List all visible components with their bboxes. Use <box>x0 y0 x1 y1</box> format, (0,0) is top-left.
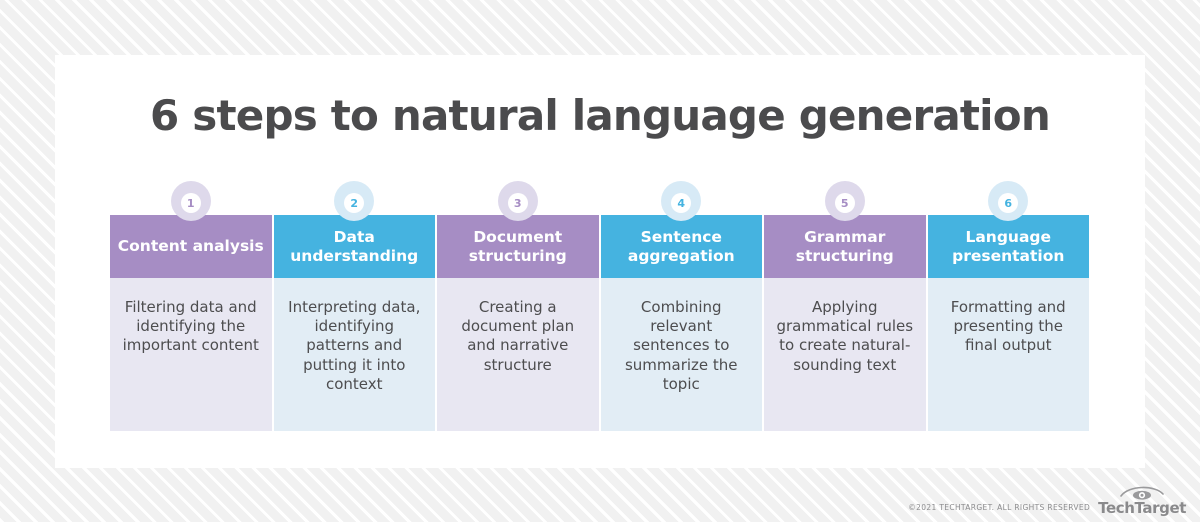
step-number-badge: 1 <box>180 193 201 213</box>
step-badge-wrap: 3 <box>437 181 599 221</box>
step-description: Applying grammatical rules to create nat… <box>764 278 926 431</box>
brand-wordmark: TechTarget <box>1098 499 1186 517</box>
page-title: 6 steps to natural language generation <box>150 91 1051 140</box>
step-heading: Data understanding <box>273 215 435 278</box>
copyright-text: ©2021 TECHTARGET. ALL RIGHTS RESERVED <box>908 503 1091 512</box>
footer: ©2021 TECHTARGET. ALL RIGHTS RESERVED Te… <box>908 483 1186 516</box>
step-description: Filtering data and identifying the impor… <box>110 278 272 431</box>
eye-icon <box>1120 486 1164 500</box>
step-badge-wrap: 2 <box>274 181 436 221</box>
step-number-badge: 3 <box>507 193 528 213</box>
infographic-card: 6 steps to natural language generation 1… <box>55 55 1145 468</box>
step-badge-wrap: 5 <box>764 181 926 221</box>
step-number-badge: 2 <box>344 193 365 213</box>
step-description: Interpreting data, identifying patterns … <box>273 278 435 431</box>
step-description: Creating a document plan and narrative s… <box>437 278 599 431</box>
step-description: Formatting and presenting the final outp… <box>927 278 1089 431</box>
techtarget-logo: TechTarget <box>1098 483 1186 516</box>
step-number-badge: 4 <box>671 193 692 213</box>
step-heading: Grammar structuring <box>764 215 926 278</box>
step-badge-wrap: 4 <box>601 181 763 221</box>
step-number-badge: 5 <box>834 193 855 213</box>
step-heading: Sentence aggregation <box>600 215 762 278</box>
step-badge-wrap: 1 <box>110 181 272 221</box>
step-heading: Language presentation <box>927 215 1089 278</box>
step-description: Combining relevant sentences to summariz… <box>600 278 762 431</box>
step-number-badge: 6 <box>998 193 1019 213</box>
step-heading: Document structuring <box>437 215 599 278</box>
step-heading: Content analysis <box>110 215 272 278</box>
step-badge-wrap: 6 <box>928 181 1090 221</box>
